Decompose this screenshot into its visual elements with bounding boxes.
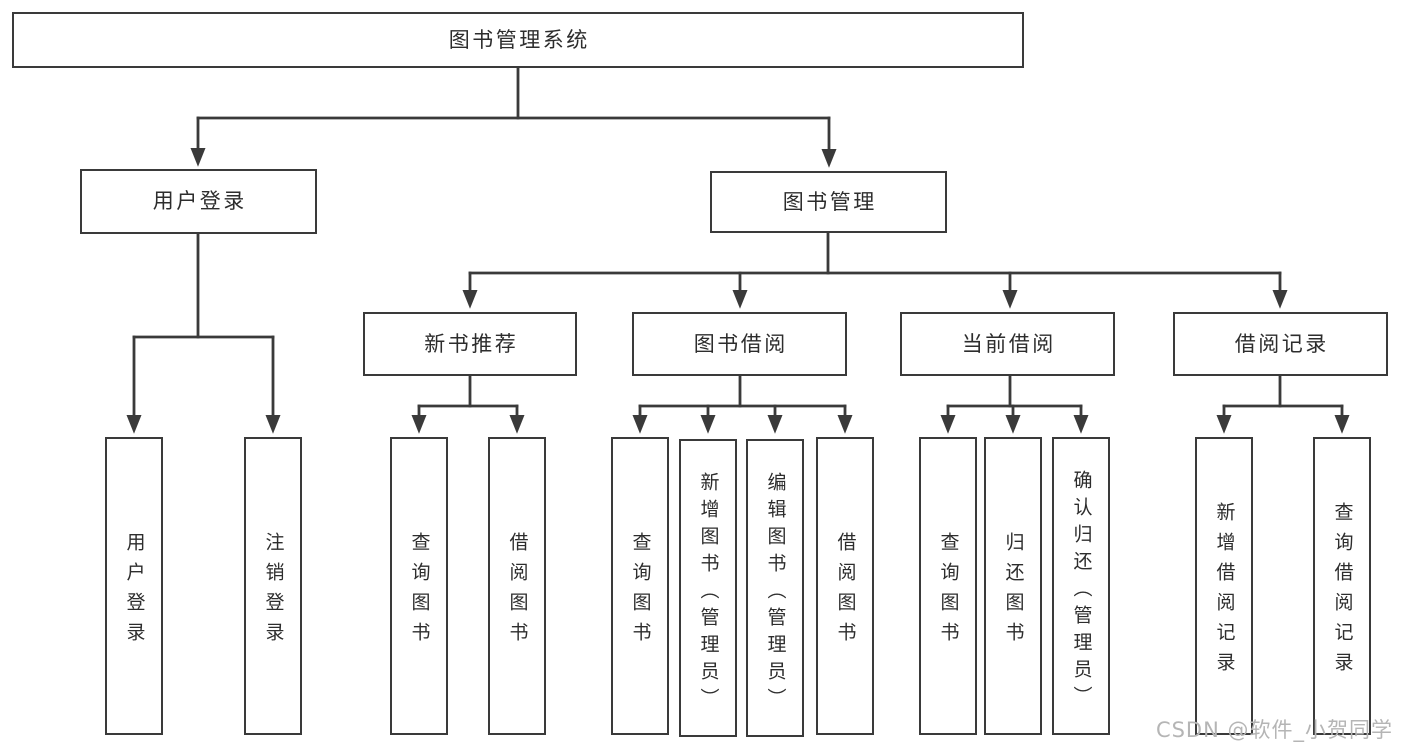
- node-root: 图书管理系统: [12, 12, 1024, 68]
- leaf-br-query-record-label: 查询借阅记录: [1331, 501, 1354, 682]
- leaf-user-login: 用户登录: [105, 437, 163, 735]
- node-book-borrowing-label: 图书借阅: [693, 331, 788, 356]
- node-borrowing-records: 借阅记录: [1173, 312, 1388, 376]
- leaf-nbr-borrow-books-label: 借阅图书: [506, 531, 529, 652]
- leaf-cb-confirm-return-admin: 确认归还（管理员）: [1052, 437, 1110, 735]
- leaf-cb-return-books-label: 归还图书: [1002, 531, 1025, 652]
- node-user-login-label: 用户登录: [152, 189, 247, 213]
- leaf-bb-add-books-admin: 新增图书（管理员）: [679, 439, 737, 737]
- node-current-borrowing-label: 当前借阅: [961, 331, 1056, 356]
- leaf-bb-edit-books-admin-label: 编辑图书（管理员）: [764, 472, 787, 715]
- node-root-label: 图书管理系统: [448, 27, 590, 52]
- leaf-nbr-borrow-books: 借阅图书: [488, 437, 546, 735]
- leaf-user-login-label: 用户登录: [123, 531, 146, 652]
- node-book-borrowing: 图书借阅: [632, 312, 847, 376]
- node-new-book-recommend-label: 新书推荐: [424, 331, 519, 356]
- node-current-borrowing: 当前借阅: [900, 312, 1115, 376]
- leaf-bb-borrow-books-label: 借阅图书: [834, 531, 857, 652]
- leaf-bb-borrow-books: 借阅图书: [816, 437, 874, 735]
- node-borrowing-records-label: 借阅记录: [1234, 331, 1329, 356]
- node-new-book-recommend: 新书推荐: [363, 312, 577, 376]
- leaf-logout: 注销登录: [244, 437, 302, 735]
- leaf-cb-return-books: 归还图书: [984, 437, 1042, 735]
- leaf-nbr-query-books: 查询图书: [390, 437, 448, 735]
- leaf-br-query-record: 查询借阅记录: [1313, 437, 1371, 735]
- leaf-cb-query-books-label: 查询图书: [937, 531, 960, 652]
- node-book-management: 图书管理: [710, 171, 947, 233]
- leaf-bb-edit-books-admin: 编辑图书（管理员）: [746, 439, 804, 737]
- leaf-cb-confirm-return-admin-label: 确认归还（管理员）: [1070, 470, 1093, 713]
- leaf-bb-add-books-admin-label: 新增图书（管理员）: [697, 472, 720, 715]
- leaf-br-add-record: 新增借阅记录: [1195, 437, 1253, 735]
- leaf-bb-query-books: 查询图书: [611, 437, 669, 735]
- leaf-cb-query-books: 查询图书: [919, 437, 977, 735]
- leaf-logout-label: 注销登录: [262, 531, 285, 652]
- leaf-nbr-query-books-label: 查询图书: [408, 531, 431, 652]
- csdn-watermark: CSDN @软件_小贺同学: [1155, 718, 1393, 742]
- node-book-management-label: 图书管理: [782, 189, 877, 214]
- leaf-bb-query-books-label: 查询图书: [629, 531, 652, 652]
- leaf-br-add-record-label: 新增借阅记录: [1213, 501, 1236, 682]
- node-user-login: 用户登录: [80, 169, 317, 234]
